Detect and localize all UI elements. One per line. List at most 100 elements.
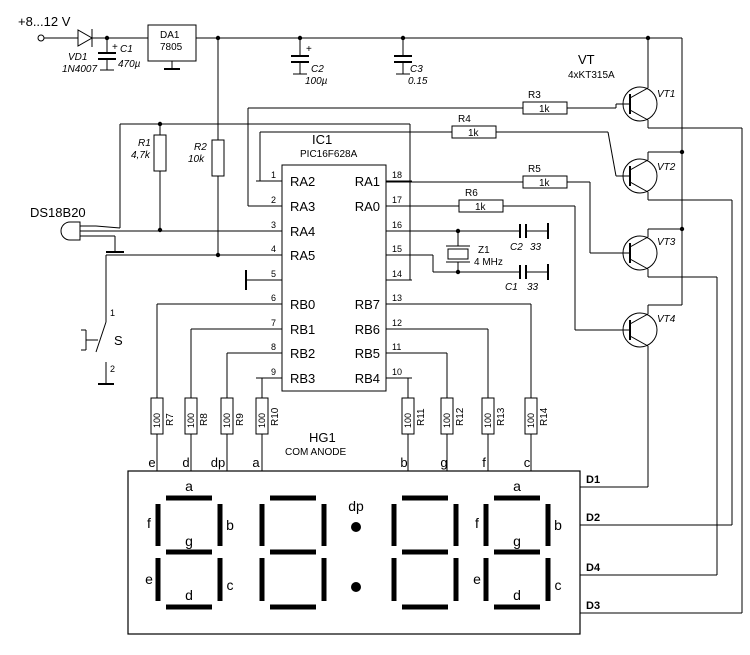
ic-pin-number: 13 bbox=[392, 293, 402, 303]
resistor-r1 bbox=[153, 134, 167, 172]
ic-pin-number: 2 bbox=[271, 195, 276, 205]
base-resistors: R3 1k R4 1k R5 1k R6 1k bbox=[247, 90, 617, 331]
ic-pin-name: RB0 bbox=[290, 297, 315, 312]
ic-pin-name: RA4 bbox=[290, 224, 315, 239]
r5-value: 1k bbox=[539, 178, 551, 189]
hg1-ref: HG1 bbox=[309, 430, 336, 445]
switch-label: S bbox=[114, 333, 123, 348]
ic-pin-number: 8 bbox=[271, 342, 276, 352]
transistor-vt2: VT2 bbox=[616, 149, 685, 200]
segment-input-label: c bbox=[524, 455, 531, 470]
segment-label-a: a bbox=[513, 478, 521, 494]
ic-pin-name: RB6 bbox=[355, 322, 380, 337]
ic1-part: PIC16F628A bbox=[300, 149, 358, 160]
cap-c1-ref: C1 bbox=[505, 282, 518, 293]
segment-label-e: e bbox=[473, 571, 481, 587]
ic-pin-number: 11 bbox=[392, 342, 401, 352]
r6-ref: R6 bbox=[465, 188, 478, 199]
segment-input-label: g bbox=[440, 455, 447, 470]
transistor-group: VT 4xKT315A VT1 VT2 bbox=[568, 38, 743, 613]
switch-s: 1 2 S bbox=[81, 290, 123, 385]
svg-text:+: + bbox=[306, 44, 312, 55]
ic-pin-name: RA5 bbox=[290, 248, 315, 263]
svg-text:+: + bbox=[112, 42, 118, 53]
segment-label-g: g bbox=[513, 533, 521, 549]
segment-label-d: d bbox=[513, 587, 521, 603]
transistor-vt4: VT4 bbox=[616, 304, 682, 487]
ic-pin-name: RA1 bbox=[355, 174, 380, 189]
segment-label-f: f bbox=[475, 515, 479, 531]
ic-pin-name: RB2 bbox=[290, 346, 315, 361]
cap-c1-value: 33 bbox=[527, 282, 539, 293]
ic-pin-number: 14 bbox=[392, 269, 402, 279]
r2-ref: R2 bbox=[194, 142, 207, 153]
segment-input-label: b bbox=[400, 455, 407, 470]
r3-value: 1k bbox=[539, 104, 551, 115]
vt2-label: VT2 bbox=[657, 162, 676, 173]
segment-input-label: d bbox=[182, 455, 189, 470]
ic-pin-name: RA0 bbox=[355, 199, 380, 214]
dp-label: dp bbox=[348, 498, 364, 514]
segment-resistor-value: 100 bbox=[152, 413, 162, 428]
segment-label-a: a bbox=[185, 478, 193, 494]
power-section: +8...12 V VD1 1N4007 + C1 470µ DA1 780 bbox=[18, 14, 683, 305]
supply-label: +8...12 V bbox=[18, 14, 71, 29]
display-body bbox=[127, 470, 581, 635]
segment-label-b: b bbox=[226, 517, 234, 533]
segment-resistor-ref: R9 bbox=[235, 413, 246, 426]
display-hg1: HG1 COM ANODE bbox=[127, 430, 581, 635]
input-section: R1 4,7k R2 10k DS18B20 bbox=[30, 38, 411, 385]
capacitor-c1: + C1 470µ bbox=[98, 35, 141, 71]
c3-value: 0.15 bbox=[408, 76, 428, 87]
segment-resistor-ref: R12 bbox=[455, 407, 466, 426]
colon-dot-upper bbox=[351, 522, 361, 532]
r6-value: 1k bbox=[475, 202, 487, 213]
segment-resistor-value: 100 bbox=[186, 413, 196, 428]
c2-value: 100µ bbox=[305, 76, 328, 87]
ic-pin-number: 1 bbox=[271, 170, 276, 180]
ic-pin-number: 16 bbox=[392, 220, 402, 230]
transistor-vt1: VT1 bbox=[616, 38, 675, 128]
ic-pin-number: 6 bbox=[271, 293, 276, 303]
ic-pin-number: 3 bbox=[271, 220, 276, 230]
ic1-body bbox=[281, 164, 387, 392]
resistor-r2 bbox=[211, 139, 225, 177]
r4-ref: R4 bbox=[458, 114, 471, 125]
z1-value: 4 MHz bbox=[474, 257, 503, 268]
hg1-type: COM ANODE bbox=[285, 447, 346, 458]
segment-resistor-value: 100 bbox=[483, 413, 493, 428]
r1-ref: R1 bbox=[138, 138, 151, 149]
segment-label-c: c bbox=[227, 577, 234, 593]
segment-resistor-ref: R14 bbox=[539, 407, 550, 426]
ic-pin-number: 18 bbox=[392, 170, 402, 180]
segment-label-d: d bbox=[185, 587, 193, 603]
ic-pin-number: 7 bbox=[271, 318, 276, 328]
ic-pin-number: 15 bbox=[392, 244, 402, 254]
digit-line-label: D1 bbox=[586, 474, 600, 486]
ic1-ref: IC1 bbox=[312, 132, 332, 147]
segment-resistor-ref: R7 bbox=[165, 413, 176, 426]
sensor-label: DS18B20 bbox=[30, 205, 86, 220]
ic-pin-name: RB4 bbox=[355, 371, 380, 386]
vd1-ref: VD1 bbox=[68, 52, 87, 63]
segment-label-e: e bbox=[145, 571, 153, 587]
ic-pin-name: RB5 bbox=[355, 346, 380, 361]
segment-resistor-ref: R11 bbox=[416, 408, 427, 426]
ic-pin-number: 12 bbox=[392, 318, 402, 328]
ic-pin-name: RB1 bbox=[290, 322, 315, 337]
r1-value: 4,7k bbox=[131, 150, 151, 161]
ic1-microcontroller: IC1 PIC16F628A bbox=[281, 132, 387, 392]
c1-ref: C1 bbox=[120, 44, 133, 55]
segment-resistor-ref: R8 bbox=[199, 413, 210, 426]
cap-c2-ref: C2 bbox=[510, 242, 523, 253]
segment-resistor-value: 100 bbox=[442, 413, 452, 428]
vt3-label: VT3 bbox=[657, 237, 676, 248]
supply-terminal bbox=[37, 34, 45, 42]
capacitor-c2-supply: + C2 100µ bbox=[291, 35, 328, 87]
segment-label-g: g bbox=[185, 533, 193, 549]
c1-value: 470µ bbox=[118, 59, 141, 70]
